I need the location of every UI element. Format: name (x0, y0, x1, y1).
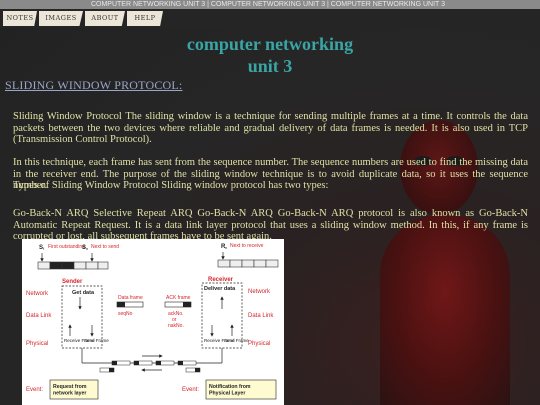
title-line-1: computer networking (186, 34, 354, 54)
network-right-label: Network (248, 289, 271, 295)
receive-frame-right: Receive Frame (204, 338, 235, 343)
send-frame-left: Send Frame (84, 338, 109, 343)
scrolling-marquee: COMPUTER NETWORKING UNIT 3 | COMPUTER NE… (0, 0, 540, 9)
network-left-label: Network (26, 291, 49, 297)
physical-left-label: Physical (26, 341, 48, 347)
sender-box (61, 285, 103, 349)
title-line-2: unit 3 (247, 56, 293, 76)
page-title: computer networking unit 3 (150, 33, 390, 77)
ack-frame-label: ACK frame (166, 295, 191, 301)
nav-notes[interactable]: NOTES (3, 11, 37, 26)
ackno-label: ackNo. (168, 311, 184, 317)
sf-sub: f (43, 246, 45, 251)
first-outstanding-label: First outstanding (48, 244, 85, 250)
event-left-label: Event: (26, 387, 43, 393)
datalink-left-label: Data Link (26, 313, 52, 319)
sf-label: S (39, 245, 43, 251)
deadpool-body-image (380, 215, 510, 405)
sn-sub: n (86, 246, 88, 251)
physical-link-frames (81, 348, 223, 373)
sliding-window-diagram: S f First outstanding S n Next to send R… (22, 239, 284, 405)
nav-about[interactable]: ABOUT (85, 11, 125, 26)
deliver-data-label: Deliver data (204, 286, 236, 292)
event-right-label: Event: (182, 387, 199, 393)
rn-label: R (221, 244, 226, 250)
request-event-box (49, 379, 99, 400)
send-frame-right: Send Frame (224, 338, 249, 343)
or-label: or (172, 317, 177, 323)
datalink-right-label: Data Link (248, 313, 274, 319)
sender-window (37, 253, 109, 270)
receiver-window (217, 252, 279, 268)
left-eye-shape (414, 156, 432, 166)
paragraph-intro: Sliding Window Protocol The sliding wind… (13, 111, 528, 145)
nav-images[interactable]: IMAGES (39, 11, 83, 26)
receiver-label: Receiver (208, 277, 234, 283)
paragraph-types: Types of Sliding Window Protocol Sliding… (13, 180, 329, 191)
deadpool-head-image (400, 120, 478, 215)
sn-label: S (82, 245, 86, 251)
nakno-label: nakNo. (168, 323, 184, 329)
next-to-receive-label: Next to receive (230, 243, 264, 249)
right-eye-shape (446, 156, 464, 166)
paragraph-gobackn: Go-Back-N ARQ Selective Repeat ARQ Go-Ba… (13, 208, 528, 242)
nav-help[interactable]: HELP (127, 11, 163, 26)
rn-sub: n (225, 245, 227, 250)
physical-right-label: Physical (248, 341, 270, 347)
seqno-label: seqNo (118, 311, 133, 317)
paragraph-sequence: In this technique, each frame has sent f… (13, 157, 528, 191)
sender-label: Sender (62, 279, 83, 285)
section-heading: SLIDING WINDOW PROTOCOL: (5, 78, 183, 92)
top-nav: NOTES IMAGES ABOUT HELP (0, 9, 540, 28)
receive-frame-left: Receive Frame (64, 338, 95, 343)
marquee-text: COMPUTER NETWORKING UNIT 3 | COMPUTER NE… (90, 1, 446, 8)
notification-event-box (205, 379, 277, 400)
data-frame-label: Data frame (118, 295, 143, 301)
next-to-send-label: Next to send (91, 244, 119, 250)
get-data-label: Get data (72, 290, 95, 296)
